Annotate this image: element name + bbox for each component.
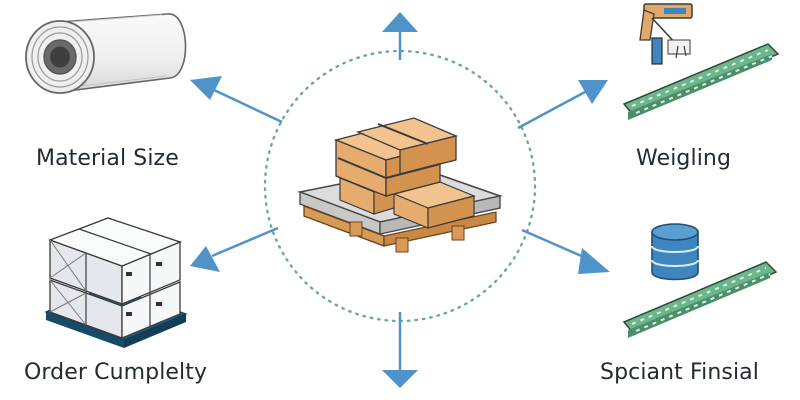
pallet-boxes-icon [297,117,503,253]
label-order-complexity: Order Cumplelty [24,360,208,385]
label-special-finish: Spciant Finsial [600,360,759,385]
label-weighing: Weigling [636,146,732,171]
material-roll-icon [25,13,187,94]
rack-storage-icon [44,217,188,348]
arrow-up-right-icon [517,80,608,130]
arrow-down-icon [382,312,418,388]
arrow-up-left-icon [190,76,283,124]
weighing-conveyor-icon [622,3,780,120]
label-material-size: Material Size [36,146,179,171]
arrow-up-icon [382,12,418,60]
arrow-down-right-icon [521,228,610,274]
database-conveyor-icon [622,223,778,338]
arrow-down-left-icon [190,226,279,272]
